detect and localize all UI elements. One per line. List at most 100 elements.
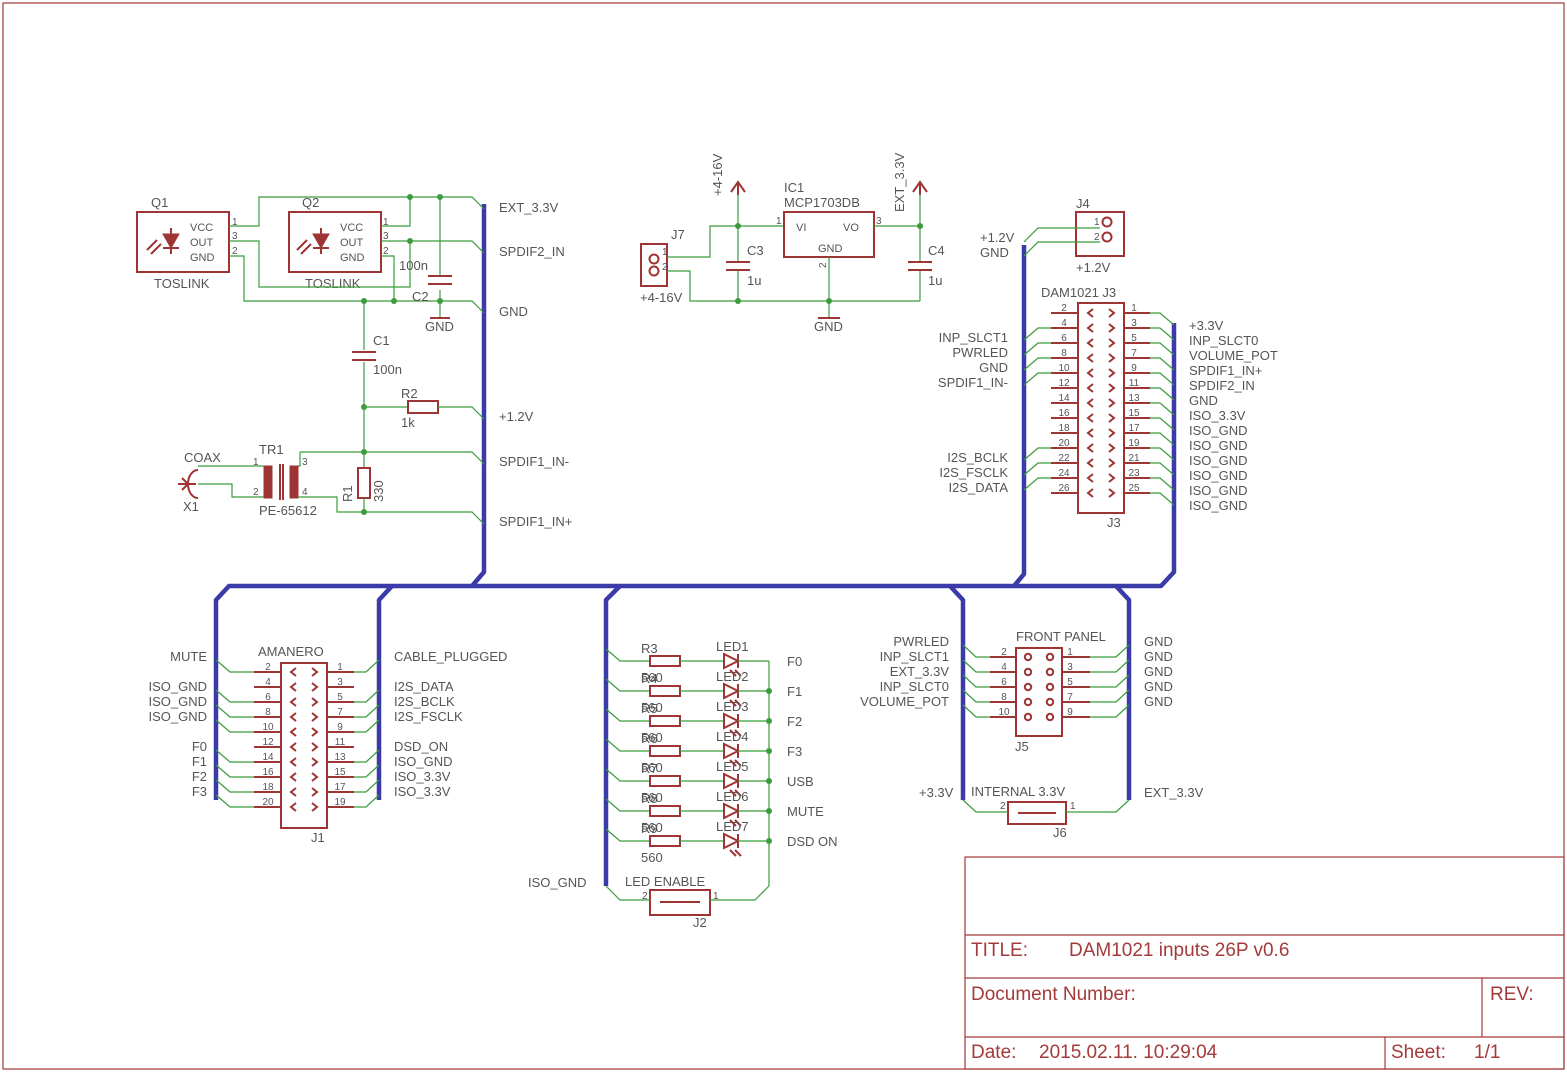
j5-pin-number: 5 [1067,677,1073,688]
q1-value: TOSLINK [154,276,210,291]
pin-marker-icon [1108,473,1116,483]
supply-out-arrow-icon [912,180,928,195]
pin-marker-icon [311,787,319,797]
pin-marker-icon [311,697,319,707]
svg-text:2: 2 [642,891,648,902]
pin-marker-icon [289,757,297,767]
r2-value: 1k [401,415,415,430]
rev-label: REV: [1490,984,1534,1005]
j1-right-net: I2S_BCLK [394,694,455,709]
net-spdif1-in-minus: SPDIF1_IN- [499,454,569,469]
j5-wire [962,644,990,658]
j1-wire [215,749,254,763]
j1-right-net: ISO_GND [394,754,453,769]
j1-wire [354,689,380,703]
j5-right-net: GND [1144,634,1173,649]
pin-marker-icon [311,727,319,737]
j1-wire [215,764,254,778]
r1-resistor [357,467,371,499]
j1-pin-number: 8 [265,707,271,718]
r1-value: 330 [371,480,386,502]
led-wire [605,738,650,752]
pin-marker-icon [1086,398,1094,408]
led-net-label: USB [787,774,814,789]
j1-pin-number: 12 [262,737,274,748]
j1-left-net: F3 [192,784,207,799]
r2-resistor [407,400,439,414]
c1-value: 100n [373,362,402,377]
svg-text:2: 2 [1094,232,1100,243]
pin-marker-icon [311,712,319,722]
j6-net-left: +3.3V [919,785,954,800]
j1-pin-number: 14 [262,752,274,763]
j5-pin-socket [1045,682,1055,692]
j3-wire [1023,327,1051,341]
j5-wire [1090,659,1130,673]
pin-marker-icon [289,682,297,692]
led-ray [734,669,742,677]
pin-marker-icon [1108,398,1116,408]
led-name: LED7 [716,819,749,834]
j3-pin-number: 23 [1128,468,1140,479]
j1-pin-number: 6 [265,692,271,703]
pin-marker-icon [1108,443,1116,453]
j3-wire [1023,342,1051,356]
led-wire [605,678,650,692]
j3-wire [1150,417,1175,431]
sheet-label: Sheet: [1391,1042,1446,1063]
j3-pin-number: 25 [1128,483,1140,494]
j5-pin-number: 6 [1001,677,1007,688]
svg-text:1: 1 [776,216,782,227]
j1-pin-number: 9 [337,722,343,733]
j1-pin-number: 3 [337,677,343,688]
j5-right-net: GND [1144,679,1173,694]
j2-name: J2 [693,915,707,930]
j3-right-net: +3.3V [1189,318,1224,333]
j5-left-net: PWRLED [893,634,949,649]
j1-pin-number: 19 [334,797,346,808]
j1-left-net: ISO_GND [148,709,207,724]
j3-name: J3 [1107,515,1121,530]
pin-marker-icon [289,667,297,677]
ic1-pin-gnd: GND [818,243,843,255]
q1-pin-vcc: VCC [190,222,213,234]
sheet-value: 1/1 [1474,1042,1500,1063]
junction-dot [766,718,772,724]
j5-pin-socket [1023,712,1033,722]
j4-name: J4 [1076,196,1090,211]
c4-value: 1u [928,273,942,288]
led-name: LED6 [716,789,749,804]
j1-wire [354,794,380,808]
j1-pin-number: 10 [262,722,274,733]
led-icon [723,742,741,760]
svg-text:1: 1 [383,217,389,228]
led-ray [734,789,742,797]
j1-pin-number: 15 [334,767,346,778]
net-ext-3v3: EXT_3.3V [499,200,559,215]
pin-marker-icon [289,712,297,722]
svg-text:1: 1 [713,891,719,902]
tr1-transformer [263,464,299,500]
j1-left-net: F2 [192,769,207,784]
j6-name: J6 [1053,825,1067,840]
c1-name: C1 [373,333,390,348]
net-spdif2-in: SPDIF2_IN [499,244,565,259]
x1-value: COAX [184,450,221,465]
j3-wire [1023,357,1051,371]
j1-right-net: ISO_3.3V [394,769,451,784]
j4-connector [1075,211,1125,257]
j3-pin-number: 19 [1128,438,1140,449]
led-net-label: MUTE [787,804,824,819]
supply-out-label: EXT_3.3V [892,152,907,212]
net-spdif1-in-plus: SPDIF1_IN+ [499,514,572,529]
j1-wire [354,704,380,718]
q2-pin-out: OUT [340,237,364,249]
j3-wire [1150,342,1175,356]
q2-toslink [288,211,382,273]
c2-value: 100n [399,258,428,273]
led-resistor-value: 560 [641,820,663,835]
j3-right-net: GND [1189,393,1218,408]
